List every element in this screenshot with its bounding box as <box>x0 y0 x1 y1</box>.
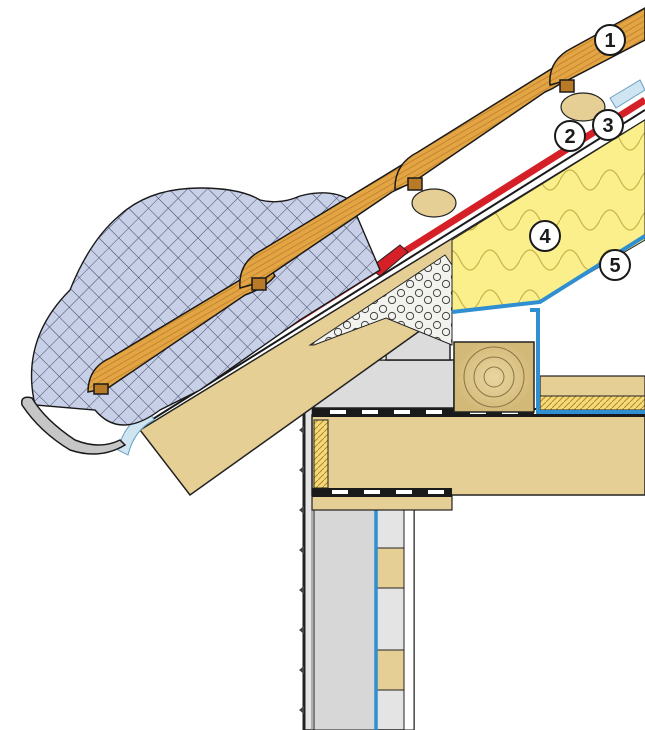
attic-floor <box>530 308 645 414</box>
callout-1: 1 <box>594 24 626 56</box>
rafter-and-insulation <box>138 119 645 497</box>
callout-4-label: 4 <box>539 226 551 248</box>
callout-3: 3 <box>592 109 624 141</box>
callout-4: 4 <box>529 220 561 252</box>
callout-3-label: 3 <box>602 115 613 137</box>
ceiling-joist <box>311 408 645 511</box>
callout-1-label: 1 <box>604 30 615 52</box>
callout-2: 2 <box>554 120 586 152</box>
callout-5: 5 <box>599 249 631 281</box>
purlin-log <box>453 341 535 413</box>
callout-2-label: 2 <box>564 126 575 148</box>
callout-5-label: 5 <box>609 255 620 277</box>
